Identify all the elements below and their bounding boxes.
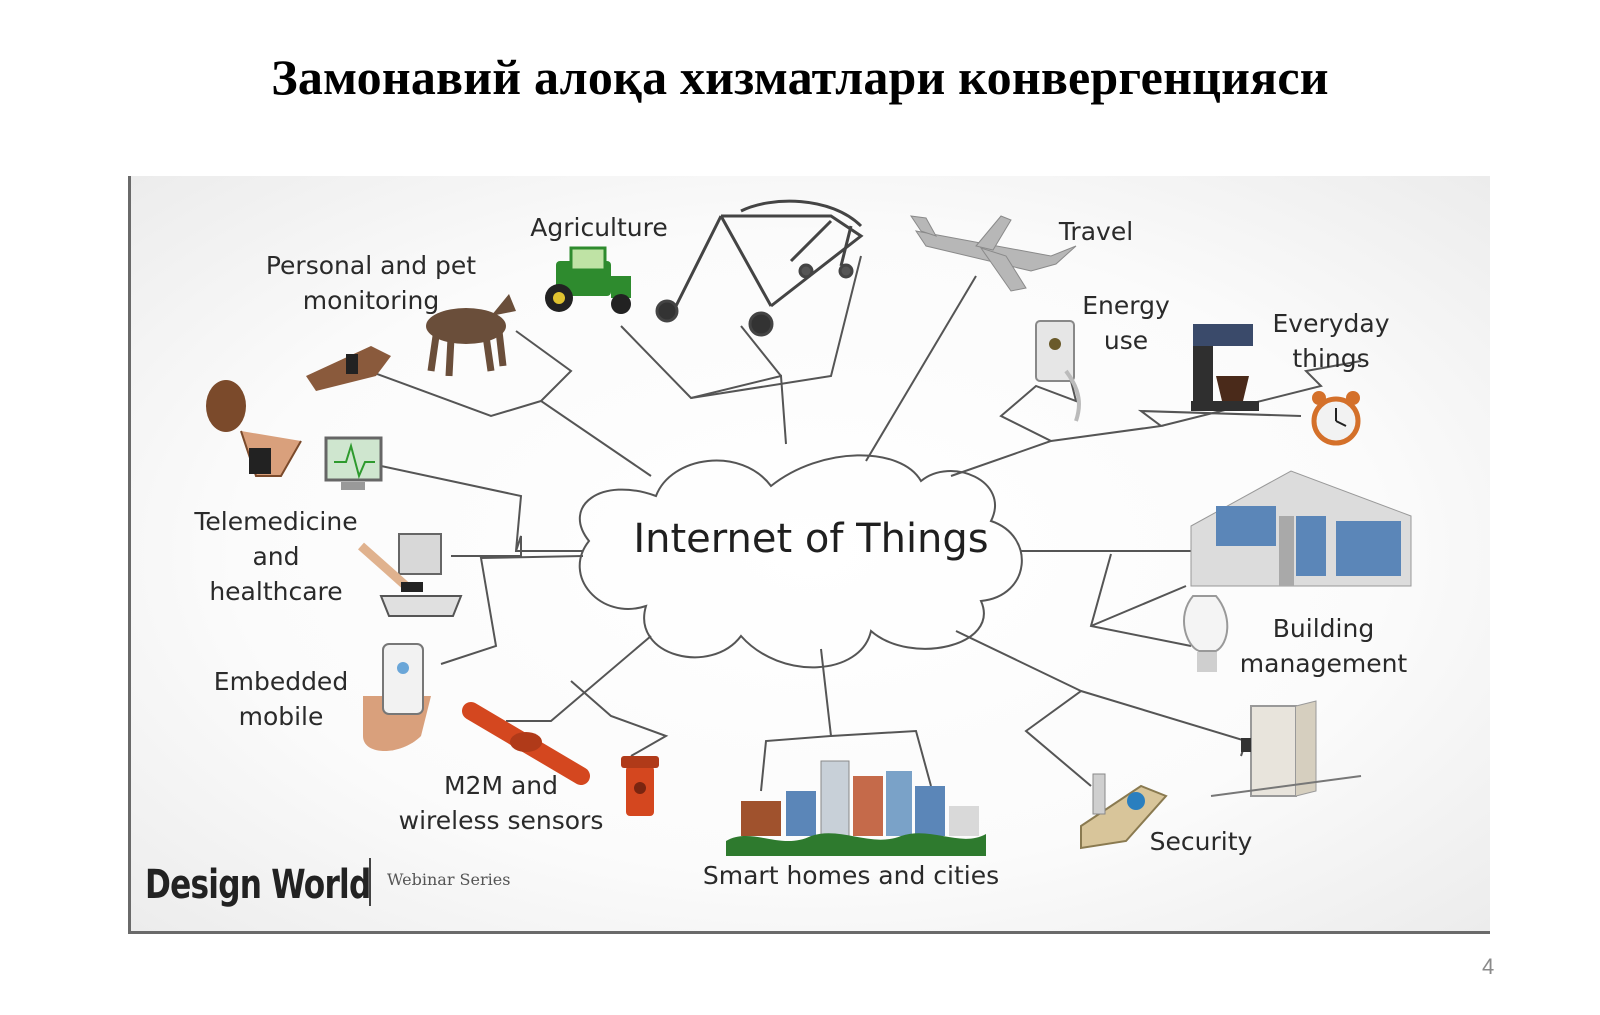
light-bulb-icon [1183,595,1229,672]
office-building-icon [1190,470,1412,587]
brand-subtitle: Webinar Series [387,870,511,889]
keycard-icon [1080,773,1168,850]
smartphone-icon [363,643,431,751]
door-icon [1210,700,1362,797]
patient-icon [206,380,302,477]
scale-icon [358,533,463,617]
dog-icon [426,294,516,377]
diagram-graphics [206,199,1412,856]
brand-logo: Design World [145,862,371,908]
brand-divider [369,858,371,906]
spoke-agriculture-2 [690,255,862,399]
iot-diagram: Internet of Things Agriculture Personal … [128,176,1490,934]
spoke-travel [865,275,977,462]
center-label: Internet of Things [633,516,989,562]
label-smart: Smart homes and cities [702,861,1000,890]
slide-title: Замонавий алоқа хизматлари конвергенцияс… [271,49,1329,105]
spoke-building [1021,550,1192,647]
arm-band-icon [306,346,391,391]
label-travel: Travel [1058,217,1134,246]
page-number: 4 [1482,954,1495,979]
label-agriculture: Agriculture [530,213,668,242]
label-building: Building management [1239,614,1408,678]
tractor-icon [545,246,631,314]
spoke-m2m [506,635,669,757]
alarm-clock-icon [1311,391,1361,446]
irrigation-rig-icon [655,199,864,337]
label-energy: Energy use [1082,291,1170,355]
pipe-sensor-icon [462,702,590,785]
spoke-telemedicine [380,465,583,557]
label-security: Security [1149,827,1253,856]
spoke-agriculture [620,325,787,445]
city-skyline-icon [726,760,986,856]
monitor-icon [324,436,383,490]
spoke-personal [360,330,652,477]
label-telemedicine: Telemedicine and healthcare [194,507,358,606]
label-m2m: M2M and wireless sensors [398,771,604,835]
coffee-maker-icon [1191,324,1259,411]
hydrant-icon [621,756,659,816]
outlet-icon [1035,320,1081,422]
airplane-icon [909,215,1077,292]
label-everyday: Everyday things [1272,309,1390,373]
spoke-tele-2 [440,555,584,665]
label-personal-pet: Personal and pet monitoring [265,251,477,315]
label-embedded: Embedded mobile [213,667,349,731]
spoke-smart [760,648,932,792]
spoke-energy [950,380,1078,477]
